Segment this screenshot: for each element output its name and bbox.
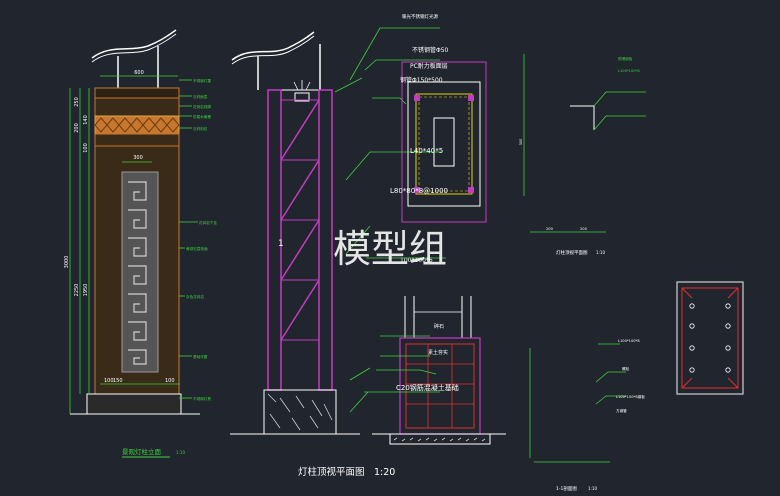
label-concrete: C20钢筋混凝土基础 (396, 383, 459, 392)
sec-note-3: L100*100*8钢板 (616, 394, 645, 399)
top-width-dim: 600 (134, 70, 144, 76)
dim-200: 200 (74, 123, 80, 133)
anchor-bolts (689, 303, 731, 373)
foundation-leaders (364, 335, 440, 393)
label-soil: 素土夯实 (428, 349, 448, 356)
rebar-grid (406, 344, 474, 428)
sec-leaders (595, 343, 626, 405)
top-plan-title: 灯柱顶视平面图 (556, 249, 588, 256)
frame-leaders (334, 27, 442, 413)
label-angle-large: L80*80*8@1000 (390, 187, 448, 195)
elevation-scale: 1:10 (176, 450, 185, 455)
tp-dim-a: 200 (546, 227, 554, 231)
carved-panel (121, 171, 159, 373)
base-dim-c: 100 (165, 378, 175, 384)
dim-250: 250 (74, 97, 80, 107)
section-scale: 1:10 (588, 486, 597, 491)
plan-detail: PC耐力板面层 钢管Φ150*500 L40*40*5 L80*80*8@100… (366, 61, 487, 264)
label-stainless-pipe: 不锈钢管Φ50 (412, 46, 449, 54)
plan-scale: 1:20 (374, 467, 395, 478)
note-4: 防腐木格栅 (193, 114, 211, 119)
plan-title: 灯柱顶视平面图 (298, 466, 365, 478)
label-angle-small: L40*40*5 (410, 147, 443, 155)
sec-note-4: 方钢管 (616, 408, 627, 413)
frame-canopy (231, 31, 315, 61)
frame-diagonals (280, 99, 320, 341)
foundation-detail: 碎石 素土夯实 C20钢筋混凝土基础 (364, 296, 506, 445)
label-steel-plate: 100*100*6 (400, 257, 433, 264)
frame-view: 1 暖光不锈钢灯光源 不锈钢管Φ50 灯柱顶视平面图 1:20 (230, 13, 449, 478)
elevation-view: 600 300 100 150 100 (64, 29, 217, 458)
sec-note-1: L100*100*8 (618, 339, 640, 343)
gravel-hatch (393, 437, 486, 442)
corner-bolt-4 (468, 187, 474, 193)
note-1: 不锈钢灯罩 (193, 78, 211, 83)
note-9: 基础详图 (193, 354, 208, 359)
frame-horizontals (281, 99, 319, 341)
base-dim-b: 150 (113, 378, 123, 384)
label-steel-pipe: 钢管Φ150*500 (400, 76, 443, 84)
section-plan-outer (676, 281, 744, 395)
rebar-cage (405, 343, 475, 429)
tp-leaders (593, 91, 646, 131)
label-pc-board: PC耐力板面层 (410, 62, 448, 70)
plan-inner-plate (433, 117, 455, 167)
dim-140: 140 (83, 115, 89, 125)
pillar-base (86, 393, 182, 415)
elevation-leaders (179, 79, 198, 399)
dim-total-height: 3000 (64, 256, 70, 269)
tp-dim-b: 200 (580, 227, 588, 231)
note-2: 石材面层 (193, 94, 208, 99)
corner-bolt-2 (468, 95, 474, 101)
note-6: 花岗岩干挂 (199, 220, 217, 225)
plan-outer-box (401, 61, 487, 223)
plan-frame (407, 81, 481, 207)
right-details: 300 200 200 预埋钢板 L100*100*8 灯柱顶视平面图 1:10… (519, 54, 744, 492)
cap-band-2 (94, 97, 180, 117)
tp-note-1: 预埋钢板 (618, 56, 633, 61)
label-light-source: 暖光不锈钢灯光源 (402, 13, 438, 20)
plan-steel-dashed (418, 96, 470, 192)
tp-note-2: L100*100*8 (618, 69, 640, 73)
base-dim-a: 100 (104, 378, 114, 384)
cap-band-3 (94, 133, 180, 147)
note-10: 不锈钢灯具 (193, 396, 211, 401)
note-3: 花岗岩线脚 (193, 104, 211, 109)
section-title: 1-1剖面图 (556, 485, 577, 492)
dim-100: 100 (83, 143, 89, 153)
section-marker: 1 (278, 239, 284, 249)
note-8: 灰色花岗岩 (186, 294, 204, 299)
elevation-title: 景观灯柱立面 (122, 447, 162, 456)
canopy-curve-inner (91, 33, 177, 63)
dim-seg-a: 2250 (74, 284, 80, 297)
plan-steel-outline (415, 93, 473, 195)
corner-bolt-1 (414, 95, 420, 101)
lattice-pattern (94, 117, 180, 133)
corner-bolt-3 (414, 187, 420, 193)
fret-pattern (128, 181, 147, 365)
cap-band-1 (94, 87, 180, 99)
frame-canopy-inner (231, 35, 315, 65)
tp-dim-text: 300 (519, 138, 523, 146)
watermark: 模型组 (333, 227, 447, 271)
sec-note-2: 螺栓 (622, 366, 630, 371)
footing-hatch (267, 393, 333, 431)
section-plan-corners (681, 287, 739, 389)
note-7: 黄锈石荔枝面 (186, 246, 208, 251)
canopy-curve (91, 29, 177, 59)
dim-seg-b: 1950 (83, 284, 89, 297)
label-gravel: 碎石 (434, 323, 444, 330)
note-5: 石材刻纹 (193, 126, 208, 131)
top-plan-scale: 1:10 (596, 250, 605, 255)
lamp-head (294, 92, 310, 102)
inner-width-dim: 300 (133, 155, 143, 161)
lamp-rays (293, 80, 311, 91)
section-plan-rebar (681, 287, 739, 389)
